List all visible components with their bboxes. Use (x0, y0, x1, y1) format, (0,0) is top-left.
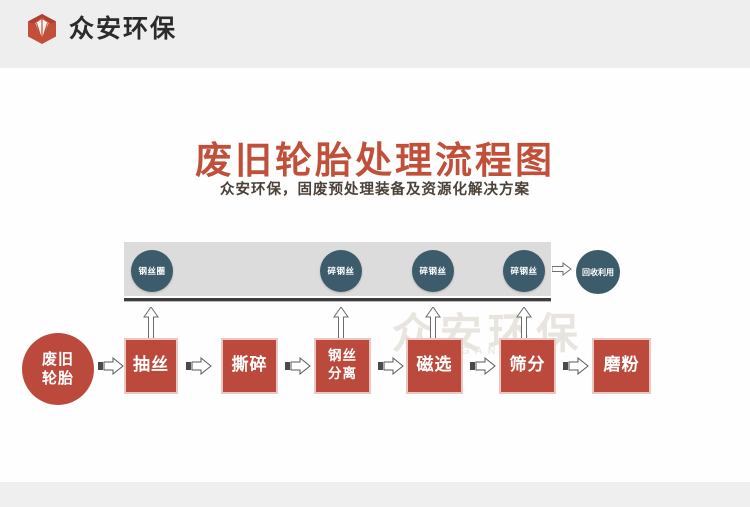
process-node-label: 撕碎 (231, 355, 268, 376)
flow-arrow-icon-6 (563, 356, 589, 376)
process-node-magnetic-separation[interactable]: 磁选 (406, 338, 463, 394)
source-node-line1: 废旧 (41, 350, 74, 369)
brand-lockup[interactable]: 众安环保 (25, 12, 177, 46)
flow-arrow-icon-3 (285, 356, 311, 376)
process-node-label: 抽丝 (133, 355, 169, 376)
process-node-label: 磨粉 (603, 355, 640, 376)
brand-name: 众安环保 (69, 14, 178, 43)
output-node-recycle[interactable]: 回收利用 (576, 250, 620, 294)
page-header: 众安环保 (0, 0, 750, 68)
byproduct-node-steel-scrap-3[interactable]: 碎钢丝 (503, 250, 545, 292)
process-node-label-line2: 分离 (328, 366, 357, 382)
page-subtitle: 众安环保，固废预处理装备及资源化解决方案 (220, 181, 530, 198)
page-footer-strip (0, 482, 750, 507)
byproduct-bar-rule (124, 298, 551, 302)
process-node-shredding[interactable]: 撕碎 (221, 338, 278, 394)
byproduct-node-steel-bead[interactable]: 钢丝圈 (131, 250, 173, 292)
page-title: 废旧轮胎处理流程图 (195, 139, 555, 182)
arrow-to-recycle-icon (551, 262, 572, 276)
process-node-label: 筛分 (509, 355, 546, 376)
flow-arrow-icon-2 (186, 356, 212, 376)
flow-arrow-icon-1 (98, 356, 124, 376)
source-node-waste-tire[interactable]: 废旧 轮胎 (22, 333, 94, 405)
byproduct-node-steel-scrap-2[interactable]: 碎钢丝 (412, 250, 454, 292)
process-node-screening[interactable]: 筛分 (499, 338, 556, 394)
process-node-label-line1: 钢丝 (328, 348, 357, 365)
flow-arrow-icon-4 (378, 356, 404, 376)
zhongan-diamond-logo-icon (25, 12, 59, 46)
process-node-label: 磁选 (416, 355, 453, 376)
process-node-steel-separation[interactable]: 钢丝 分离 (314, 338, 371, 394)
process-node-grinding[interactable]: 磨粉 (592, 338, 651, 394)
byproduct-node-steel-scrap-1[interactable]: 碎钢丝 (320, 250, 362, 292)
source-node-line2: 轮胎 (41, 369, 74, 387)
flow-arrow-icon-5 (470, 356, 496, 376)
process-node-drawing[interactable]: 抽丝 (124, 338, 178, 394)
